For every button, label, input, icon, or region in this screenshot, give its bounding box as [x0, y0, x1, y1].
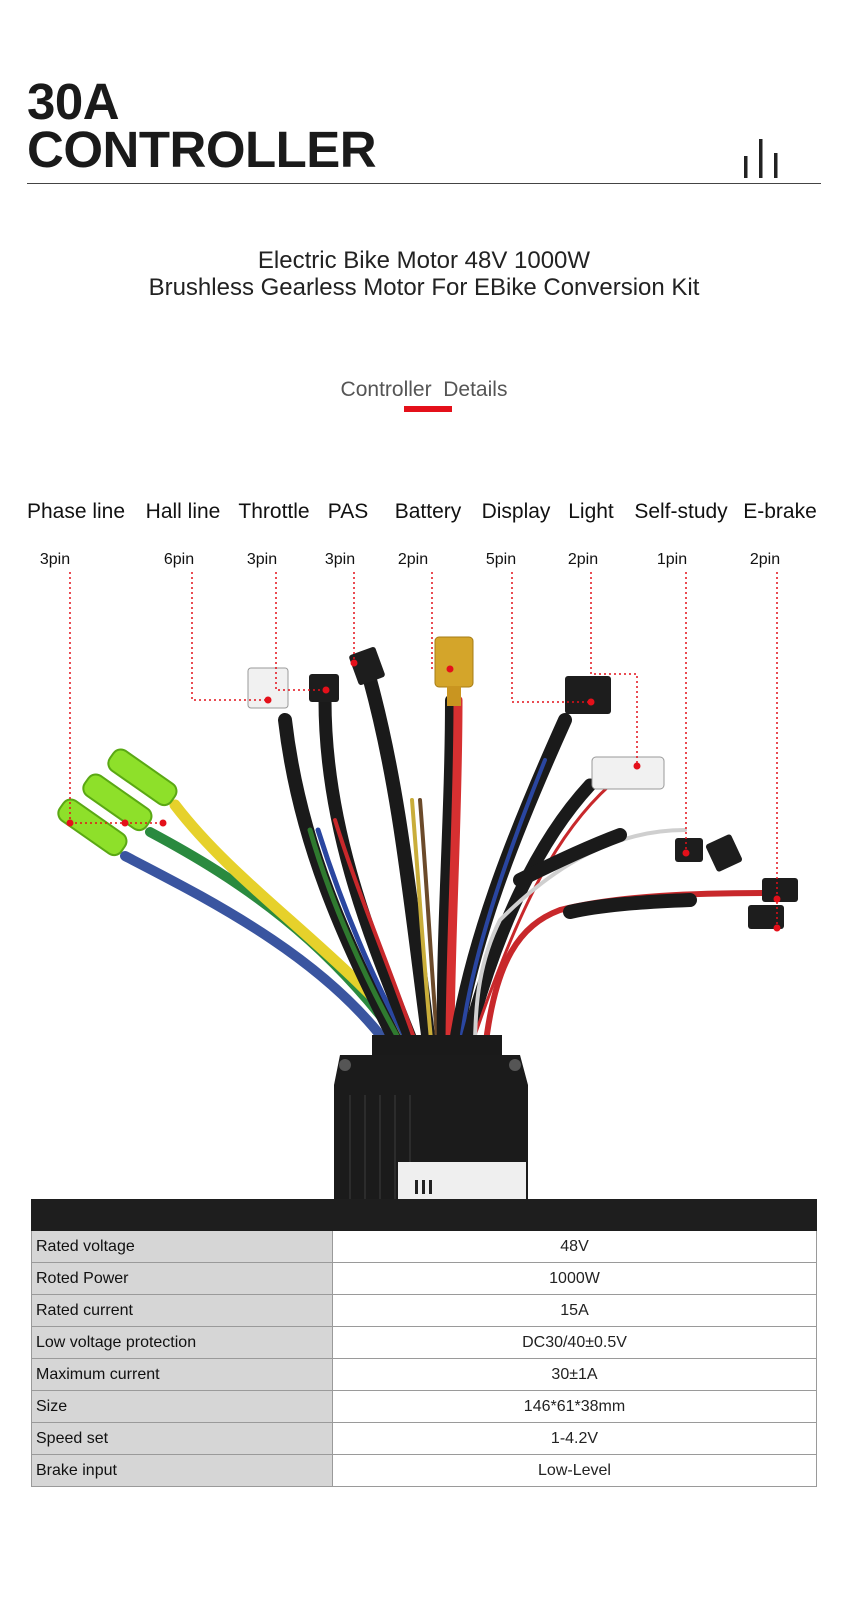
spec-label: Speed set [31, 1422, 333, 1455]
spec-table-header [31, 1199, 817, 1231]
spec-label: Size [31, 1390, 333, 1423]
port-label-display: Display [481, 500, 551, 523]
header-divider [27, 183, 821, 184]
pin-count-e-brake: 2pin [749, 551, 781, 568]
spec-label: Roted Power [31, 1262, 333, 1295]
table-row: Speed set 1-4.2V [31, 1422, 817, 1455]
port-label-self-study: Self-study [634, 500, 728, 523]
bars-decoration-icon [744, 139, 778, 178]
subtitle-line-2: Brushless Gearless Motor For EBike Conve… [148, 274, 700, 301]
spec-label: Low voltage protection [31, 1326, 333, 1359]
spec-table: Rated voltage 48V Roted Power 1000W Rate… [31, 1199, 817, 1487]
title-line-1: 30A [27, 73, 120, 130]
port-label-phase-line: Phase line [26, 500, 126, 523]
pin-count-self-study: 1pin [656, 551, 688, 568]
spec-value: 30±1A [332, 1358, 817, 1391]
port-label-pas: PAS [327, 500, 369, 523]
table-row: Size 146*61*38mm [31, 1390, 817, 1423]
port-label-battery: Battery [394, 500, 462, 523]
port-label-e-brake: E-brake [743, 500, 817, 523]
title-line-2: CONTROLLER [27, 121, 377, 178]
spec-value: Low-Level [332, 1454, 817, 1487]
spec-label: Rated current [31, 1294, 333, 1327]
pin-count-display: 5pin [485, 551, 517, 568]
spec-label: Brake input [31, 1454, 333, 1487]
spec-label: Rated voltage [31, 1230, 333, 1263]
page-title: 30A CONTROLLER [27, 73, 377, 178]
subtitle-line-1: Electric Bike Motor 48V 1000W [257, 247, 591, 274]
section-underline [404, 406, 452, 412]
spec-label: Maximum current [31, 1358, 333, 1391]
spec-value: 1-4.2V [332, 1422, 817, 1455]
table-row: Rated voltage 48V [31, 1230, 817, 1263]
pin-count-phase-line: 3pin [39, 551, 71, 568]
section-heading: Controller Details [340, 378, 508, 401]
port-label-light: Light [568, 500, 614, 523]
pin-count-throttle: 3pin [246, 551, 278, 568]
spec-value: 48V [332, 1230, 817, 1263]
spec-value: DC30/40±0.5V [332, 1326, 817, 1359]
spec-value: 1000W [332, 1262, 817, 1295]
pin-count-battery: 2pin [397, 551, 429, 568]
controller-illustration [57, 572, 798, 1200]
table-row: Rated current 15A [31, 1294, 817, 1327]
pin-count-hall-line: 6pin [163, 551, 195, 568]
pin-count-light: 2pin [567, 551, 599, 568]
product-subtitle: Electric Bike Motor 48V 1000W Brushless … [0, 247, 848, 301]
table-row: Roted Power 1000W [31, 1262, 817, 1295]
table-row: Maximum current 30±1A [31, 1358, 817, 1391]
port-label-hall-line: Hall line [145, 500, 221, 523]
table-row: Brake input Low-Level [31, 1454, 817, 1487]
pin-count-pas: 3pin [324, 551, 356, 568]
spec-value: 146*61*38mm [332, 1390, 817, 1423]
spec-value: 15A [332, 1294, 817, 1327]
port-label-throttle: Throttle [238, 500, 310, 523]
table-row: Low voltage protection DC30/40±0.5V [31, 1326, 817, 1359]
